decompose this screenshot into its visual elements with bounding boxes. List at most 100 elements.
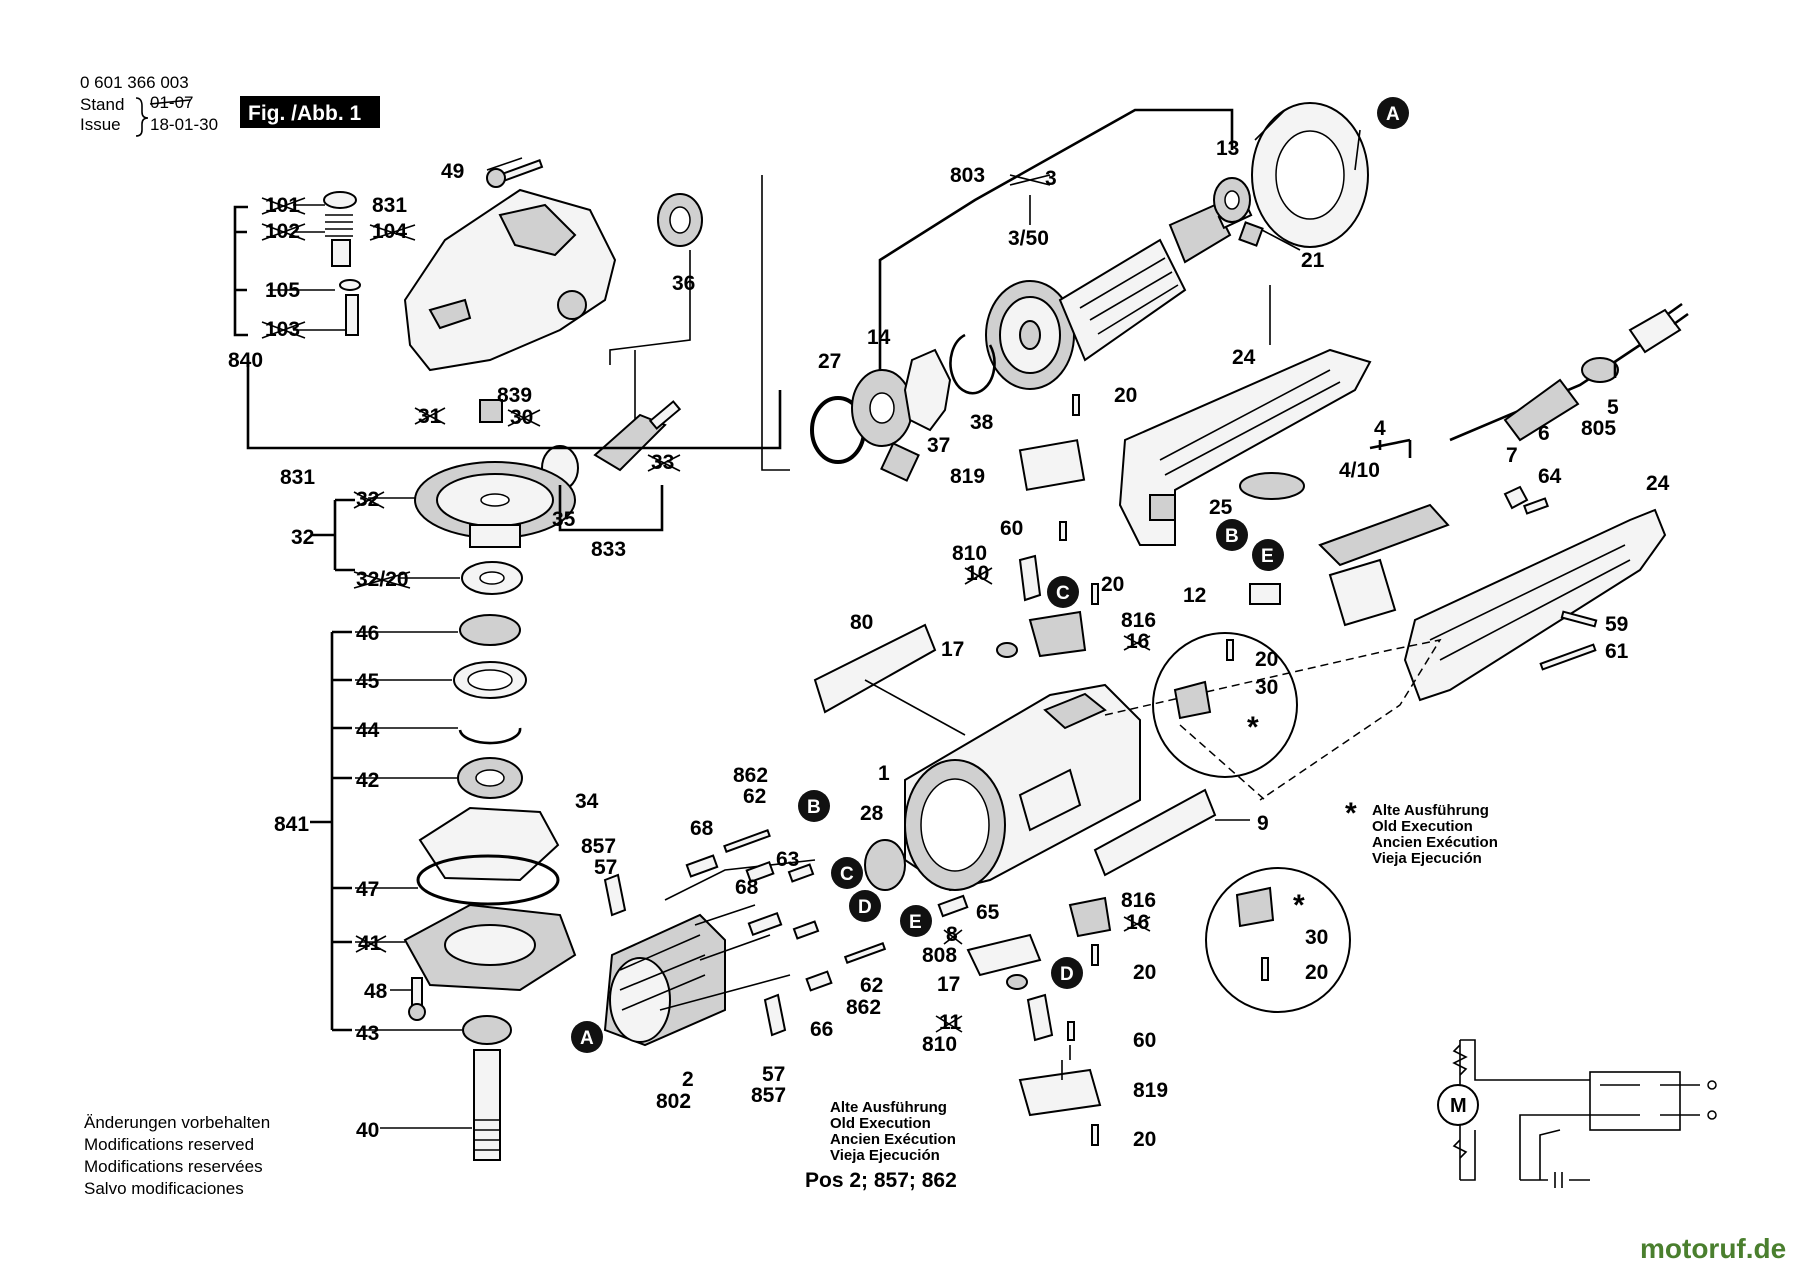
clip-57b-icon: [763, 993, 787, 1037]
housing-vent-icon: [498, 203, 577, 257]
svg-text:B: B: [1225, 526, 1239, 547]
figure-label: Fig. /Abb. 1: [248, 102, 361, 125]
leader-80: [864, 679, 966, 736]
part-number: 2: [682, 1068, 694, 1091]
part-number: 62: [860, 974, 883, 997]
terminal-62b-icon: [843, 942, 887, 964]
part-number: 20: [1133, 961, 1156, 984]
lock-ring-icon: [339, 279, 361, 291]
bracket-840: [233, 205, 248, 337]
part-number: 35: [552, 508, 576, 531]
ref-c-left: C: [831, 857, 863, 889]
mod-es: Salvo modificaciones: [84, 1179, 244, 1198]
bush-65-icon: [937, 894, 969, 918]
star-icon: *: [1345, 797, 1357, 830]
cover-819b-icon: [1018, 1068, 1102, 1117]
old-exec2-en: Old Execution: [830, 1115, 931, 1132]
part-number: 9: [1257, 812, 1269, 835]
terminal-62a-icon: [723, 829, 771, 853]
spindle-40-icon: [473, 1049, 501, 1161]
svg-text:C: C: [1056, 583, 1070, 604]
terminal-68c-icon: [747, 911, 783, 937]
screw-20c-icon: [1091, 944, 1099, 966]
stand-issue-brace: [135, 97, 149, 137]
part-number: 20: [1305, 961, 1328, 984]
old-exec2-es: Vieja Ejecución: [830, 1147, 940, 1164]
part-number: 3/50: [1008, 227, 1049, 250]
issue-value: 18-01-30: [150, 115, 218, 134]
spring-17b-icon: [1006, 974, 1028, 990]
part-number: 819: [1133, 1079, 1168, 1102]
rubber-pad-25-icon: [1239, 472, 1305, 500]
part-number: 65: [976, 901, 1000, 924]
brush-11-icon: [1026, 993, 1054, 1042]
mod-de: Änderungen vorbehalten: [84, 1113, 270, 1132]
mod-en: Modifications reserved: [84, 1135, 254, 1154]
watermark: motoruf.de: [1640, 1233, 1786, 1264]
screw-20a-icon: [1072, 394, 1080, 416]
inset-circle-top: [1152, 632, 1298, 778]
part-number: 68: [735, 876, 759, 899]
part-number: 40: [356, 1119, 379, 1142]
armature-strike: [1009, 174, 1051, 225]
stand-label: Stand: [80, 95, 124, 114]
part-number: 857: [751, 1084, 786, 1107]
part-number: 43: [356, 1022, 379, 1045]
strikeouts: [261, 197, 1151, 1033]
svg-text:A: A: [580, 1028, 594, 1049]
screw-20b-icon: [1091, 583, 1099, 605]
inset-screw-top-icon: [1226, 639, 1234, 661]
part-number: 28: [860, 802, 884, 825]
part-number: 66: [810, 1018, 833, 1041]
part-number: 24: [1232, 346, 1256, 369]
part-number: 12: [1183, 584, 1206, 607]
part-number: 48: [364, 980, 388, 1003]
svg-text:M: M: [1450, 1095, 1467, 1117]
ref-d-left: D: [849, 890, 881, 922]
power-cord-icon: [1449, 302, 1689, 442]
pinion-shaft-icon: [593, 413, 667, 472]
ref-d-right: D: [1051, 957, 1083, 989]
clip-7-icon: [1503, 485, 1529, 510]
part-number: 831: [372, 194, 407, 217]
inset-holder-top-icon: [1173, 680, 1212, 720]
part-number: 45: [356, 670, 380, 693]
inset-screw-bottom-icon: [1261, 957, 1269, 981]
needle-bearing-icon: [459, 614, 521, 646]
ref-e-right: E: [1252, 539, 1284, 571]
part-number: 59: [1605, 613, 1628, 636]
part-number: 4/10: [1339, 459, 1380, 482]
cover-plate-34-icon: [418, 806, 560, 882]
brush-holder-16b-icon: [1068, 896, 1112, 938]
ref-c-right: C: [1047, 576, 1079, 608]
terminal-63b-icon: [792, 920, 820, 940]
inset-holder-bottom-icon: [1235, 886, 1275, 928]
old-exec-en: Old Execution: [1372, 818, 1473, 835]
sticker-8-icon: [966, 933, 1042, 977]
dashed-handle-outline: [1104, 638, 1442, 801]
pos-note: Pos 2; 857; 862: [805, 1169, 957, 1192]
ref-e-left: E: [900, 905, 932, 937]
screw-60a-icon: [1059, 521, 1067, 541]
pinion-gear-icon: [557, 290, 587, 320]
lock-sleeve-icon: [331, 239, 351, 267]
handle-half-right-icon: [1403, 508, 1667, 702]
bracket-833: [558, 485, 664, 532]
switch-assembly-icon: [1318, 503, 1450, 627]
ref-b-left: B: [798, 790, 830, 822]
part-number: 60: [1133, 1029, 1156, 1052]
leader-36: [609, 250, 691, 365]
svg-text:E: E: [1261, 546, 1274, 567]
part-number: 862: [733, 764, 768, 787]
part-number: 44: [356, 719, 380, 742]
terminal-66-icon: [805, 970, 833, 992]
field-coil-icon: [603, 913, 726, 1047]
part-number: 17: [941, 638, 964, 661]
bushing-839-icon: [479, 399, 503, 423]
old-exec-fr: Ancien Exécution: [1372, 834, 1498, 851]
inset-star-top: *: [1247, 711, 1259, 744]
part-number: 805: [1581, 417, 1616, 440]
sticker-12-icon: [1249, 583, 1281, 605]
part-number: 831: [280, 466, 315, 489]
part-number: 42: [356, 769, 379, 792]
